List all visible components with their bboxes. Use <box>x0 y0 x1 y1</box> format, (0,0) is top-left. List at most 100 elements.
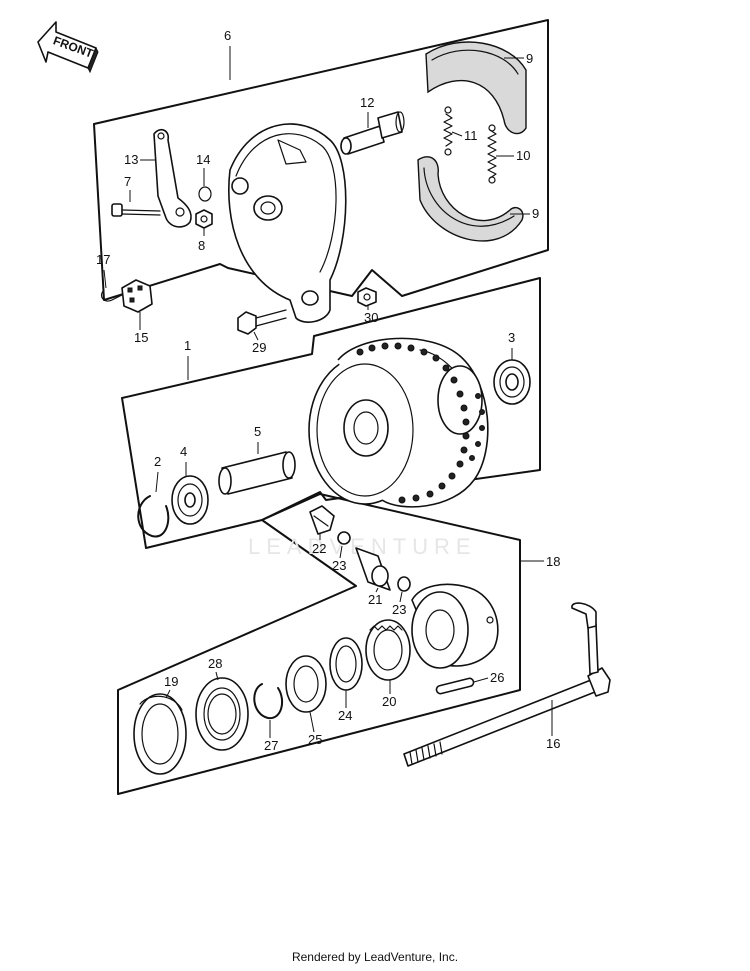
svg-text:10: 10 <box>516 148 530 163</box>
svg-text:9: 9 <box>526 51 533 66</box>
svg-text:5: 5 <box>254 424 261 439</box>
spacer-5 <box>218 451 296 495</box>
svg-text:24: 24 <box>338 708 352 723</box>
svg-text:23: 23 <box>392 602 406 617</box>
svg-text:21: 21 <box>368 592 382 607</box>
circlip-27 <box>253 683 284 720</box>
brake-cam-lever <box>153 128 192 228</box>
svg-text:17: 17 <box>96 252 110 267</box>
svg-text:8: 8 <box>198 238 205 253</box>
brake-panel <box>228 123 347 323</box>
callout-11: 11 <box>451 128 478 143</box>
svg-text:6: 6 <box>224 28 231 43</box>
callout-26: 26 <box>473 670 504 685</box>
callout-19: 19 <box>164 674 178 699</box>
circlip-2 <box>137 495 170 538</box>
callout-16: 16 <box>546 700 560 751</box>
callout-9-lower: 9 <box>510 206 539 221</box>
callout-6: 6 <box>224 28 231 80</box>
callout-7: 7 <box>124 174 131 202</box>
brake-shoe-upper <box>425 41 527 135</box>
spring-11 <box>443 106 453 156</box>
bolt-29 <box>237 309 287 335</box>
svg-text:23: 23 <box>332 558 346 573</box>
svg-text:13: 13 <box>124 152 138 167</box>
svg-text:27: 27 <box>264 738 278 753</box>
retainer-24 <box>329 637 363 691</box>
o-ring-14 <box>198 186 212 202</box>
svg-text:7: 7 <box>124 174 131 189</box>
svg-text:28: 28 <box>208 656 222 671</box>
callout-4: 4 <box>180 444 187 476</box>
callout-27: 27 <box>264 720 278 753</box>
castle-nut-15 <box>121 279 153 313</box>
callout-20: 20 <box>382 680 396 709</box>
callout-5: 5 <box>254 424 261 454</box>
svg-text:20: 20 <box>382 694 396 709</box>
callout-24: 24 <box>338 690 352 723</box>
svg-text:11: 11 <box>464 128 478 143</box>
callout-23-upper: 23 <box>332 545 346 573</box>
svg-text:16: 16 <box>546 736 560 751</box>
callout-1: 1 <box>184 338 191 380</box>
svg-text:14: 14 <box>196 152 210 167</box>
pin-26 <box>435 677 475 695</box>
seal-cover-19 <box>133 693 187 775</box>
front-arrow-icon: FRONT <box>37 21 99 74</box>
callout-25: 25 <box>308 711 322 747</box>
callout-21: 21 <box>368 587 382 607</box>
footer-credit: Rendered by LeadVenture, Inc. <box>291 950 459 964</box>
bolt-7 <box>111 203 161 217</box>
svg-text:29: 29 <box>252 340 266 355</box>
callout-28: 28 <box>208 656 222 681</box>
callout-23-lower: 23 <box>392 591 406 617</box>
axle-16 <box>403 602 611 767</box>
cotter-pin-17 <box>100 289 125 302</box>
svg-text:25: 25 <box>308 732 322 747</box>
svg-text:26: 26 <box>490 670 504 685</box>
pinion-22 <box>309 505 335 535</box>
nut-30 <box>357 287 377 307</box>
callout-3: 3 <box>508 330 515 360</box>
oil-seal-28 <box>195 677 249 751</box>
callout-18: 18 <box>520 554 560 569</box>
callout-9-upper: 9 <box>504 51 533 66</box>
svg-text:2: 2 <box>154 454 161 469</box>
svg-text:4: 4 <box>180 444 187 459</box>
brake-cam-12 <box>340 111 405 155</box>
svg-text:19: 19 <box>164 674 178 689</box>
bearing-3 <box>493 359 531 405</box>
callout-13: 13 <box>124 152 156 167</box>
callout-10: 10 <box>496 148 530 163</box>
spring-10 <box>487 124 497 184</box>
washer-23-upper <box>337 531 351 545</box>
callout-17: 17 <box>96 252 110 289</box>
group-outline-brake-panel <box>93 19 549 301</box>
gear-21 <box>355 547 391 591</box>
callout-14: 14 <box>196 152 210 186</box>
washer-23-lower <box>397 576 411 592</box>
nut-8 <box>195 209 213 229</box>
callout-8: 8 <box>198 228 205 253</box>
wheel-hub <box>308 337 489 508</box>
brake-shoe-lower <box>417 156 524 242</box>
callout-30: 30 <box>364 306 378 325</box>
svg-text:9: 9 <box>532 206 539 221</box>
svg-text:15: 15 <box>134 330 148 345</box>
svg-text:30: 30 <box>364 310 378 325</box>
callout-29: 29 <box>252 331 266 355</box>
callout-22: 22 <box>312 534 326 556</box>
svg-text:1: 1 <box>184 338 191 353</box>
bearing-4 <box>171 475 209 525</box>
washer-25 <box>285 655 327 713</box>
svg-text:18: 18 <box>546 554 560 569</box>
callout-12: 12 <box>360 95 374 128</box>
svg-text:3: 3 <box>508 330 515 345</box>
svg-text:22: 22 <box>312 541 326 556</box>
callout-2: 2 <box>154 454 161 493</box>
svg-text:12: 12 <box>360 95 374 110</box>
callout-15: 15 <box>134 312 148 345</box>
drive-gear-20 <box>365 619 411 681</box>
gear-housing <box>411 583 499 669</box>
